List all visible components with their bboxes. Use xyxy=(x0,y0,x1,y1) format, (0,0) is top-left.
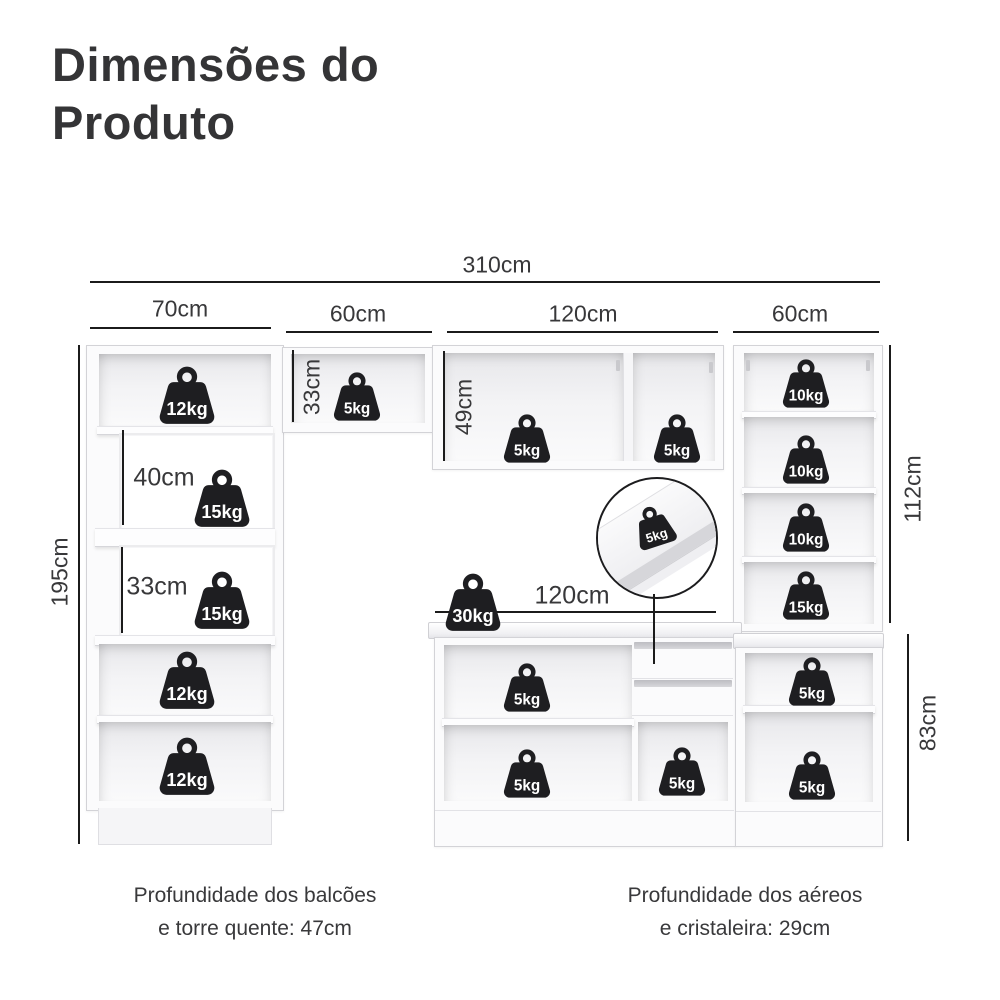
dim-line-upper120-height xyxy=(443,351,445,461)
drawer-seam xyxy=(632,715,733,716)
weight-capacity-icon: 10kg xyxy=(775,502,837,556)
drawer-handle xyxy=(634,642,732,649)
weight-capacity-icon: 12kg xyxy=(150,736,224,800)
page-title: Dimensões do Produto xyxy=(52,36,379,153)
svg-text:10kg: 10kg xyxy=(789,531,824,548)
dim-label-total-width: 310cm xyxy=(462,251,532,278)
dim-line-section-33 xyxy=(121,547,123,633)
dim-line-base-height xyxy=(907,634,909,841)
plinth-seam xyxy=(736,811,881,812)
dim-line-hutch-height xyxy=(889,345,891,623)
caption-counters-depth-line1: Profundidade dos balcões xyxy=(133,884,377,907)
svg-text:5kg: 5kg xyxy=(644,525,670,546)
weight-capacity-icon: 15kg xyxy=(185,468,259,532)
svg-text:10kg: 10kg xyxy=(789,387,824,404)
dim-label-section-40: 40cm xyxy=(133,463,195,492)
dim-line-counter-width xyxy=(435,611,716,613)
dim-label-hutch-height: 112cm xyxy=(899,455,926,523)
drawer-seam xyxy=(632,678,733,679)
weight-capacity-icon: 15kg xyxy=(185,570,259,634)
weight-capacity-icon: 12kg xyxy=(150,365,224,429)
dim-label-upper60-height: 33cm xyxy=(298,358,325,416)
door-handle xyxy=(616,360,620,371)
weight-capacity-icon: 15kg xyxy=(775,570,837,624)
base-right-cabinet xyxy=(735,647,883,847)
svg-text:30kg: 30kg xyxy=(452,606,493,626)
weight-capacity-icon: 5kg xyxy=(326,371,388,425)
dim-label-tower-width: 70cm xyxy=(151,295,209,322)
svg-text:5kg: 5kg xyxy=(799,685,825,702)
svg-text:15kg: 15kg xyxy=(789,599,824,616)
drawer-detail-inset: 5kg xyxy=(596,477,718,599)
dim-line-section-40 xyxy=(122,430,124,525)
weight-capacity-icon: 5kg xyxy=(496,662,558,716)
caption-counters-depth-line2: e torre quente: 47cm xyxy=(158,916,352,940)
svg-text:12kg: 12kg xyxy=(166,770,207,790)
svg-text:12kg: 12kg xyxy=(166,684,207,704)
dim-line-hutch-width xyxy=(733,331,879,333)
door-handle xyxy=(746,360,750,371)
dim-line-total-width xyxy=(90,281,880,283)
dim-label-tower-height: 195cm xyxy=(46,537,73,607)
svg-text:5kg: 5kg xyxy=(344,400,370,417)
weight-capacity-icon: 12kg xyxy=(150,650,224,714)
dim-line-tower-height xyxy=(78,345,80,844)
caption-uppers-depth-line1: Profundidade dos aéreos xyxy=(627,884,863,907)
page-title-line1: Dimensões do xyxy=(52,38,380,91)
svg-text:10kg: 10kg xyxy=(789,463,824,480)
svg-text:5kg: 5kg xyxy=(514,442,540,459)
caption-counters-depth: Profundidade dos balcões e torre quente:… xyxy=(75,880,435,945)
weight-capacity-icon: 5kg xyxy=(781,750,843,804)
dim-line-upper120-width xyxy=(447,331,718,333)
dim-line-tower-width xyxy=(90,327,271,329)
weight-capacity-icon: 5kg xyxy=(651,746,713,800)
caption-uppers-depth: Profundidade dos aéreos e cristaleira: 2… xyxy=(565,880,925,945)
caption-uppers-depth-line2: e cristaleira: 29cm xyxy=(659,916,831,940)
drawer-handle xyxy=(634,680,732,687)
weight-capacity-icon: 5kg xyxy=(496,413,558,467)
inset-leader-line xyxy=(653,594,655,664)
dim-line-upper60-height xyxy=(292,350,294,422)
svg-text:5kg: 5kg xyxy=(514,777,540,794)
svg-text:15kg: 15kg xyxy=(201,502,242,522)
page-title-line2: Produto xyxy=(52,96,236,150)
svg-text:12kg: 12kg xyxy=(166,399,207,419)
svg-text:5kg: 5kg xyxy=(799,779,825,796)
counter-cabinet xyxy=(434,637,736,847)
door-handle xyxy=(709,362,713,373)
door-handle xyxy=(866,360,870,371)
dim-label-upper120-height: 49cm xyxy=(450,378,477,436)
dim-label-counter-width: 120cm xyxy=(534,581,610,610)
dim-line-upper60-width xyxy=(286,331,432,333)
dim-label-base-height: 83cm xyxy=(914,694,941,752)
dim-label-upper60-width: 60cm xyxy=(329,300,387,327)
weight-capacity-icon: 5kg xyxy=(496,748,558,802)
dim-label-section-33: 33cm xyxy=(126,572,188,601)
weight-capacity-icon: 5kg xyxy=(781,656,843,710)
weight-capacity-icon: 10kg xyxy=(775,358,837,412)
svg-text:15kg: 15kg xyxy=(201,604,242,624)
dim-label-upper120-width: 120cm xyxy=(548,300,618,327)
dim-label-hutch-width: 60cm xyxy=(771,300,829,327)
weight-capacity-icon: 5kg xyxy=(646,413,708,467)
svg-text:5kg: 5kg xyxy=(664,442,690,459)
tower-plinth xyxy=(98,808,272,845)
svg-text:5kg: 5kg xyxy=(514,691,540,708)
weight-capacity-icon: 10kg xyxy=(775,434,837,488)
weight-capacity-icon: 30kg xyxy=(436,572,510,636)
plinth-seam xyxy=(435,810,734,811)
weight-capacity-icon: 5kg xyxy=(622,498,685,557)
svg-text:5kg: 5kg xyxy=(669,775,695,792)
